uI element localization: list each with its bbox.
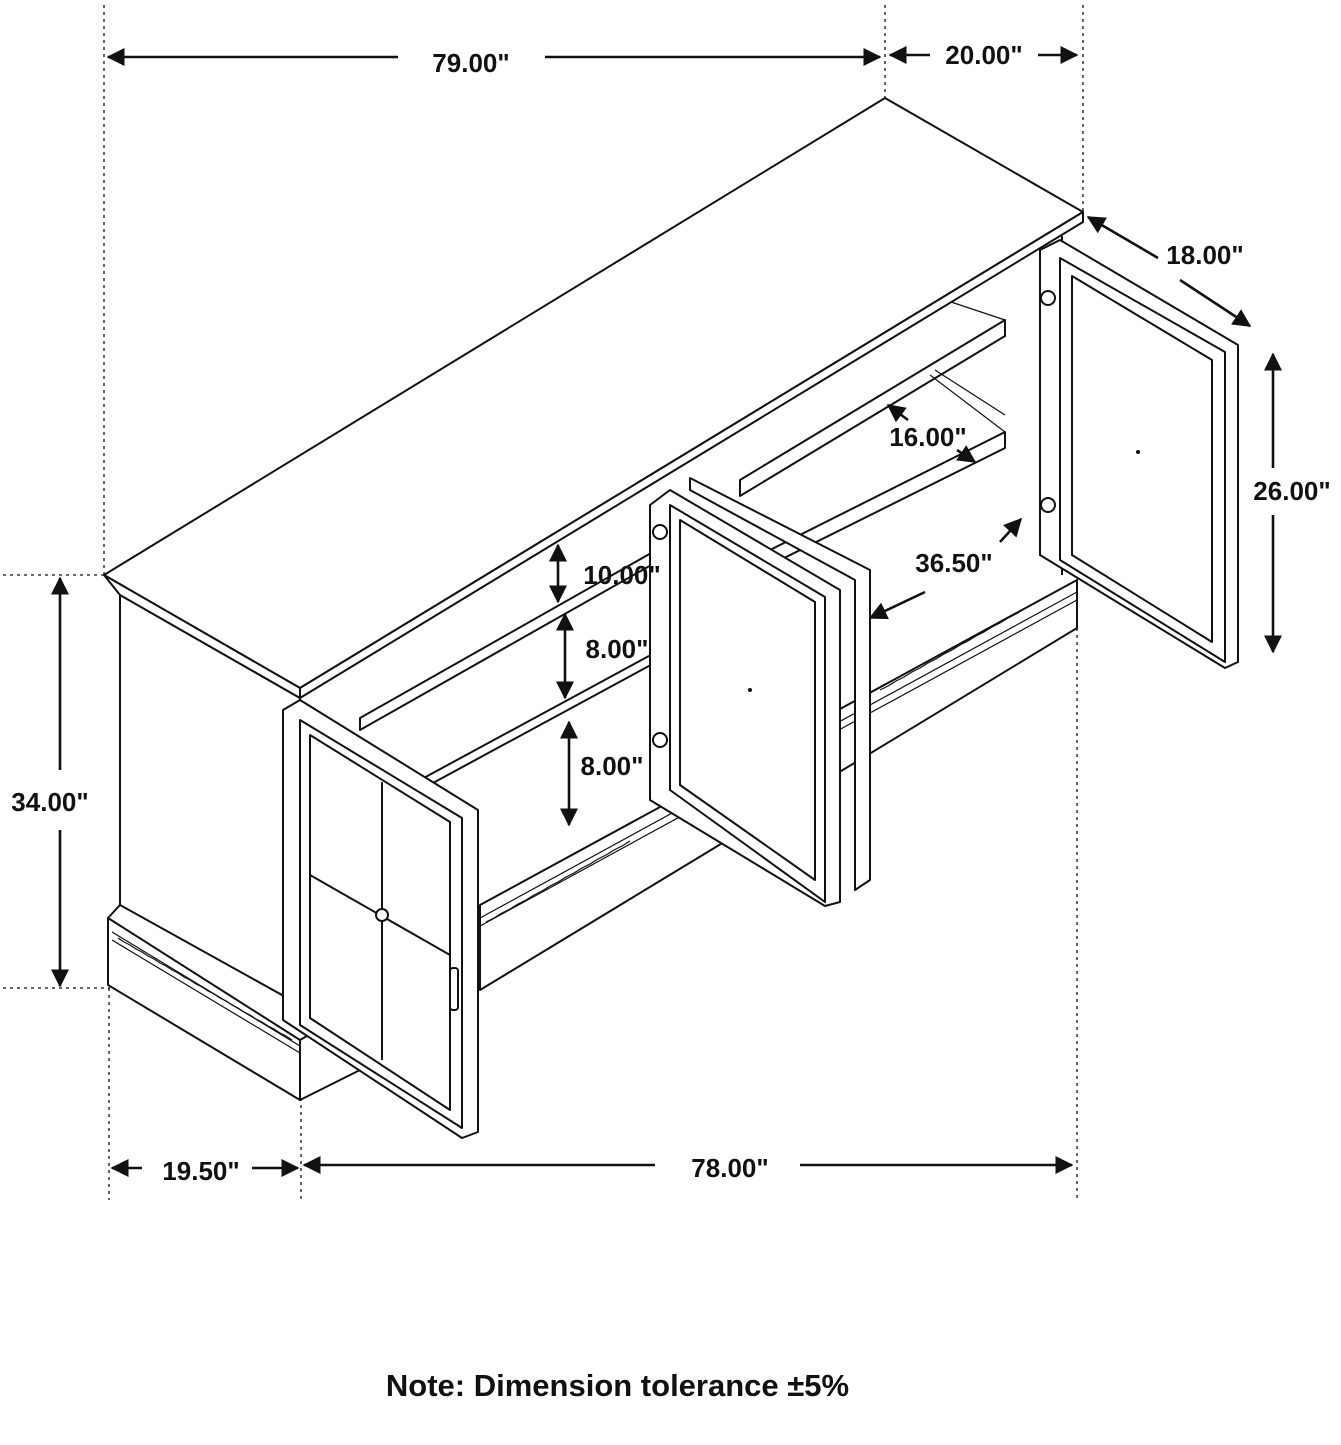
dim-overall-width: 79.00"	[432, 48, 509, 78]
tolerance-note: Note: Dimension tolerance ±5%	[385, 1368, 850, 1403]
dimension-labels: 79.00" 20.00" 18.00" 26.00" 16.00" 36.50…	[11, 40, 1330, 1186]
dim-side-depth: 19.50"	[162, 1156, 239, 1186]
shelf-upper-right	[739, 319, 1006, 497]
dim-interior-width: 36.50"	[915, 548, 992, 578]
dim-shelf-depth: 16.00"	[889, 422, 966, 452]
top-slab-front-edge	[299, 211, 1084, 699]
top-slab	[103, 97, 1084, 689]
dim-middle-shelf-spacing: 8.00"	[586, 634, 649, 664]
dim-door-height: 26.00"	[1253, 476, 1330, 506]
dimension-arrows	[50, 45, 1283, 1178]
left-door	[282, 699, 479, 1139]
dim-top-depth: 20.00"	[945, 40, 1022, 70]
dim-door-depth: 18.00"	[1166, 240, 1243, 270]
dim-upper-shelf-spacing: 10.00"	[583, 560, 660, 590]
extension-lines	[3, 5, 1084, 1200]
doors	[282, 239, 1239, 1139]
dim-lower-shelf-spacing: 8.00"	[581, 751, 644, 781]
middle-door	[649, 489, 841, 907]
center-divider	[689, 477, 871, 891]
dim-overall-height: 34.00"	[11, 787, 88, 817]
cabinet	[103, 97, 1084, 1101]
dim-base-width: 78.00"	[691, 1153, 768, 1183]
right-door	[1039, 239, 1239, 669]
